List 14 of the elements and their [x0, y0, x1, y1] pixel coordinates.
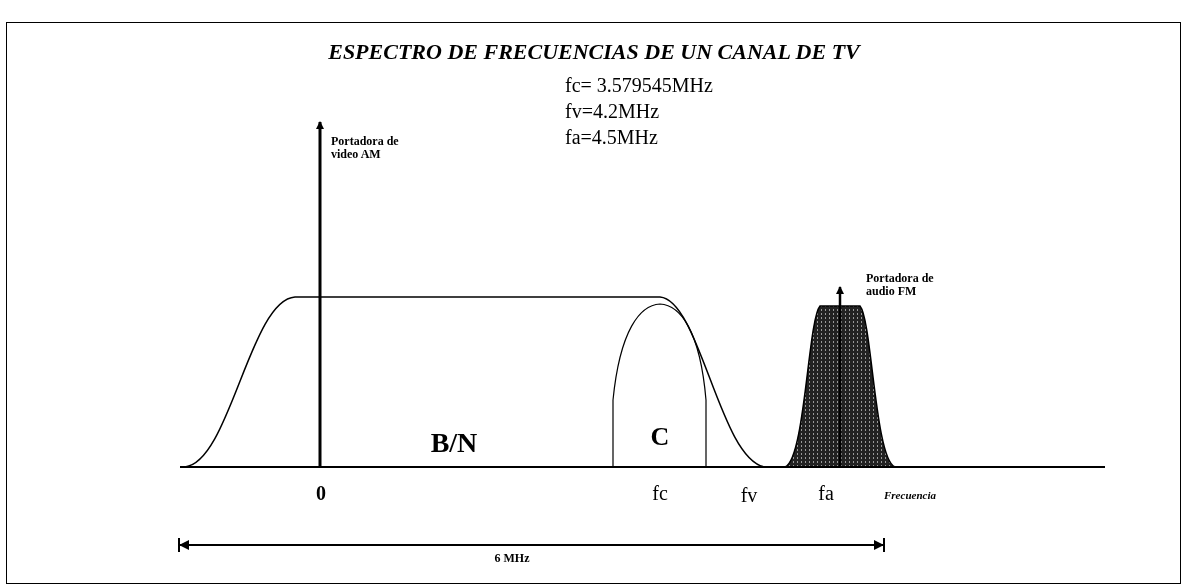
tick-label: fv: [740, 484, 758, 506]
band-label: B/N: [430, 428, 478, 459]
tick-label: fc: [652, 482, 668, 504]
tick-label: fa: [818, 482, 834, 504]
carrier-label: Portadora de audio FM: [866, 272, 935, 299]
axis-label: Frecuencia: [884, 489, 936, 502]
frequency-note: fv=4.2MHz: [565, 100, 660, 122]
diagram-title: ESPECTRO DE FRECUENCIAS DE UN CANAL DE TV: [328, 40, 860, 65]
dimension-label: 6 MHz: [494, 552, 530, 566]
carrier-label: Portadora de video AM: [331, 135, 400, 162]
tick-label: 0: [316, 482, 326, 504]
frequency-note: fc= 3.579545MHz: [565, 74, 713, 96]
band-label: C: [650, 423, 670, 452]
frequency-note: fa=4.5MHz: [565, 126, 658, 148]
